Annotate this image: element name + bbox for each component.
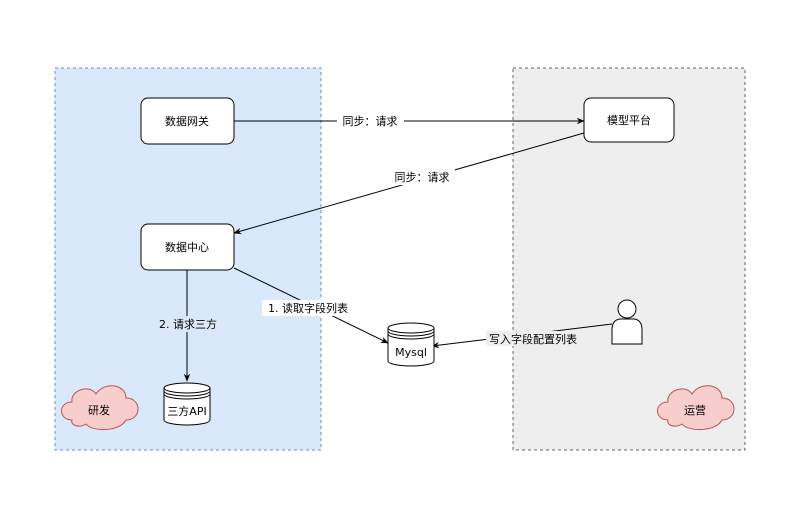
edge-center-to-mysql: 1. 读取字段列表 bbox=[233, 267, 389, 344]
dev-cloud: 研发 bbox=[61, 385, 139, 430]
edge-label-model-to-center: 同步：请求 bbox=[395, 171, 450, 184]
node-mysql[interactable]: Mysql bbox=[387, 322, 435, 367]
node-model-platform-label: 模型平台 bbox=[607, 113, 651, 127]
edge-label-center-to-mysql: 1. 读取字段列表 bbox=[268, 301, 348, 315]
edge-label-center-to-api: 2. 请求三方 bbox=[159, 317, 217, 331]
edge-label-gateway-to-model: 同步：请求 bbox=[343, 115, 398, 128]
edge-model-to-center: 同步：请求 bbox=[233, 132, 585, 235]
edge-label-user-to-mysql: 写入字段配置列表 bbox=[489, 332, 577, 346]
node-mysql-label: Mysql bbox=[395, 346, 427, 359]
user-icon[interactable] bbox=[611, 299, 643, 345]
ops-cloud: 运营 bbox=[657, 385, 735, 430]
dev-label: 研发 bbox=[88, 403, 110, 417]
edge-user-to-mysql: 写入字段配置列表 bbox=[431, 323, 613, 349]
cloud-icon bbox=[657, 385, 735, 430]
node-gateway-label: 数据网关 bbox=[165, 114, 209, 128]
database-icon bbox=[163, 382, 211, 426]
node-gateway[interactable]: 数据网关 bbox=[140, 97, 235, 145]
node-data-center-label: 数据中心 bbox=[165, 240, 209, 254]
node-model-platform[interactable]: 模型平台 bbox=[583, 97, 675, 143]
cloud-icon bbox=[61, 385, 139, 430]
database-icon bbox=[387, 322, 435, 367]
edge-gateway-to-model: 同步：请求 bbox=[234, 113, 585, 129]
edge-center-to-api: 2. 请求三方 bbox=[155, 270, 221, 382]
node-data-center[interactable]: 数据中心 bbox=[140, 223, 235, 271]
node-third-party-api[interactable]: 三方API bbox=[163, 382, 211, 426]
node-third-party-api-label: 三方API bbox=[167, 404, 206, 418]
ops-label: 运营 bbox=[684, 403, 706, 417]
